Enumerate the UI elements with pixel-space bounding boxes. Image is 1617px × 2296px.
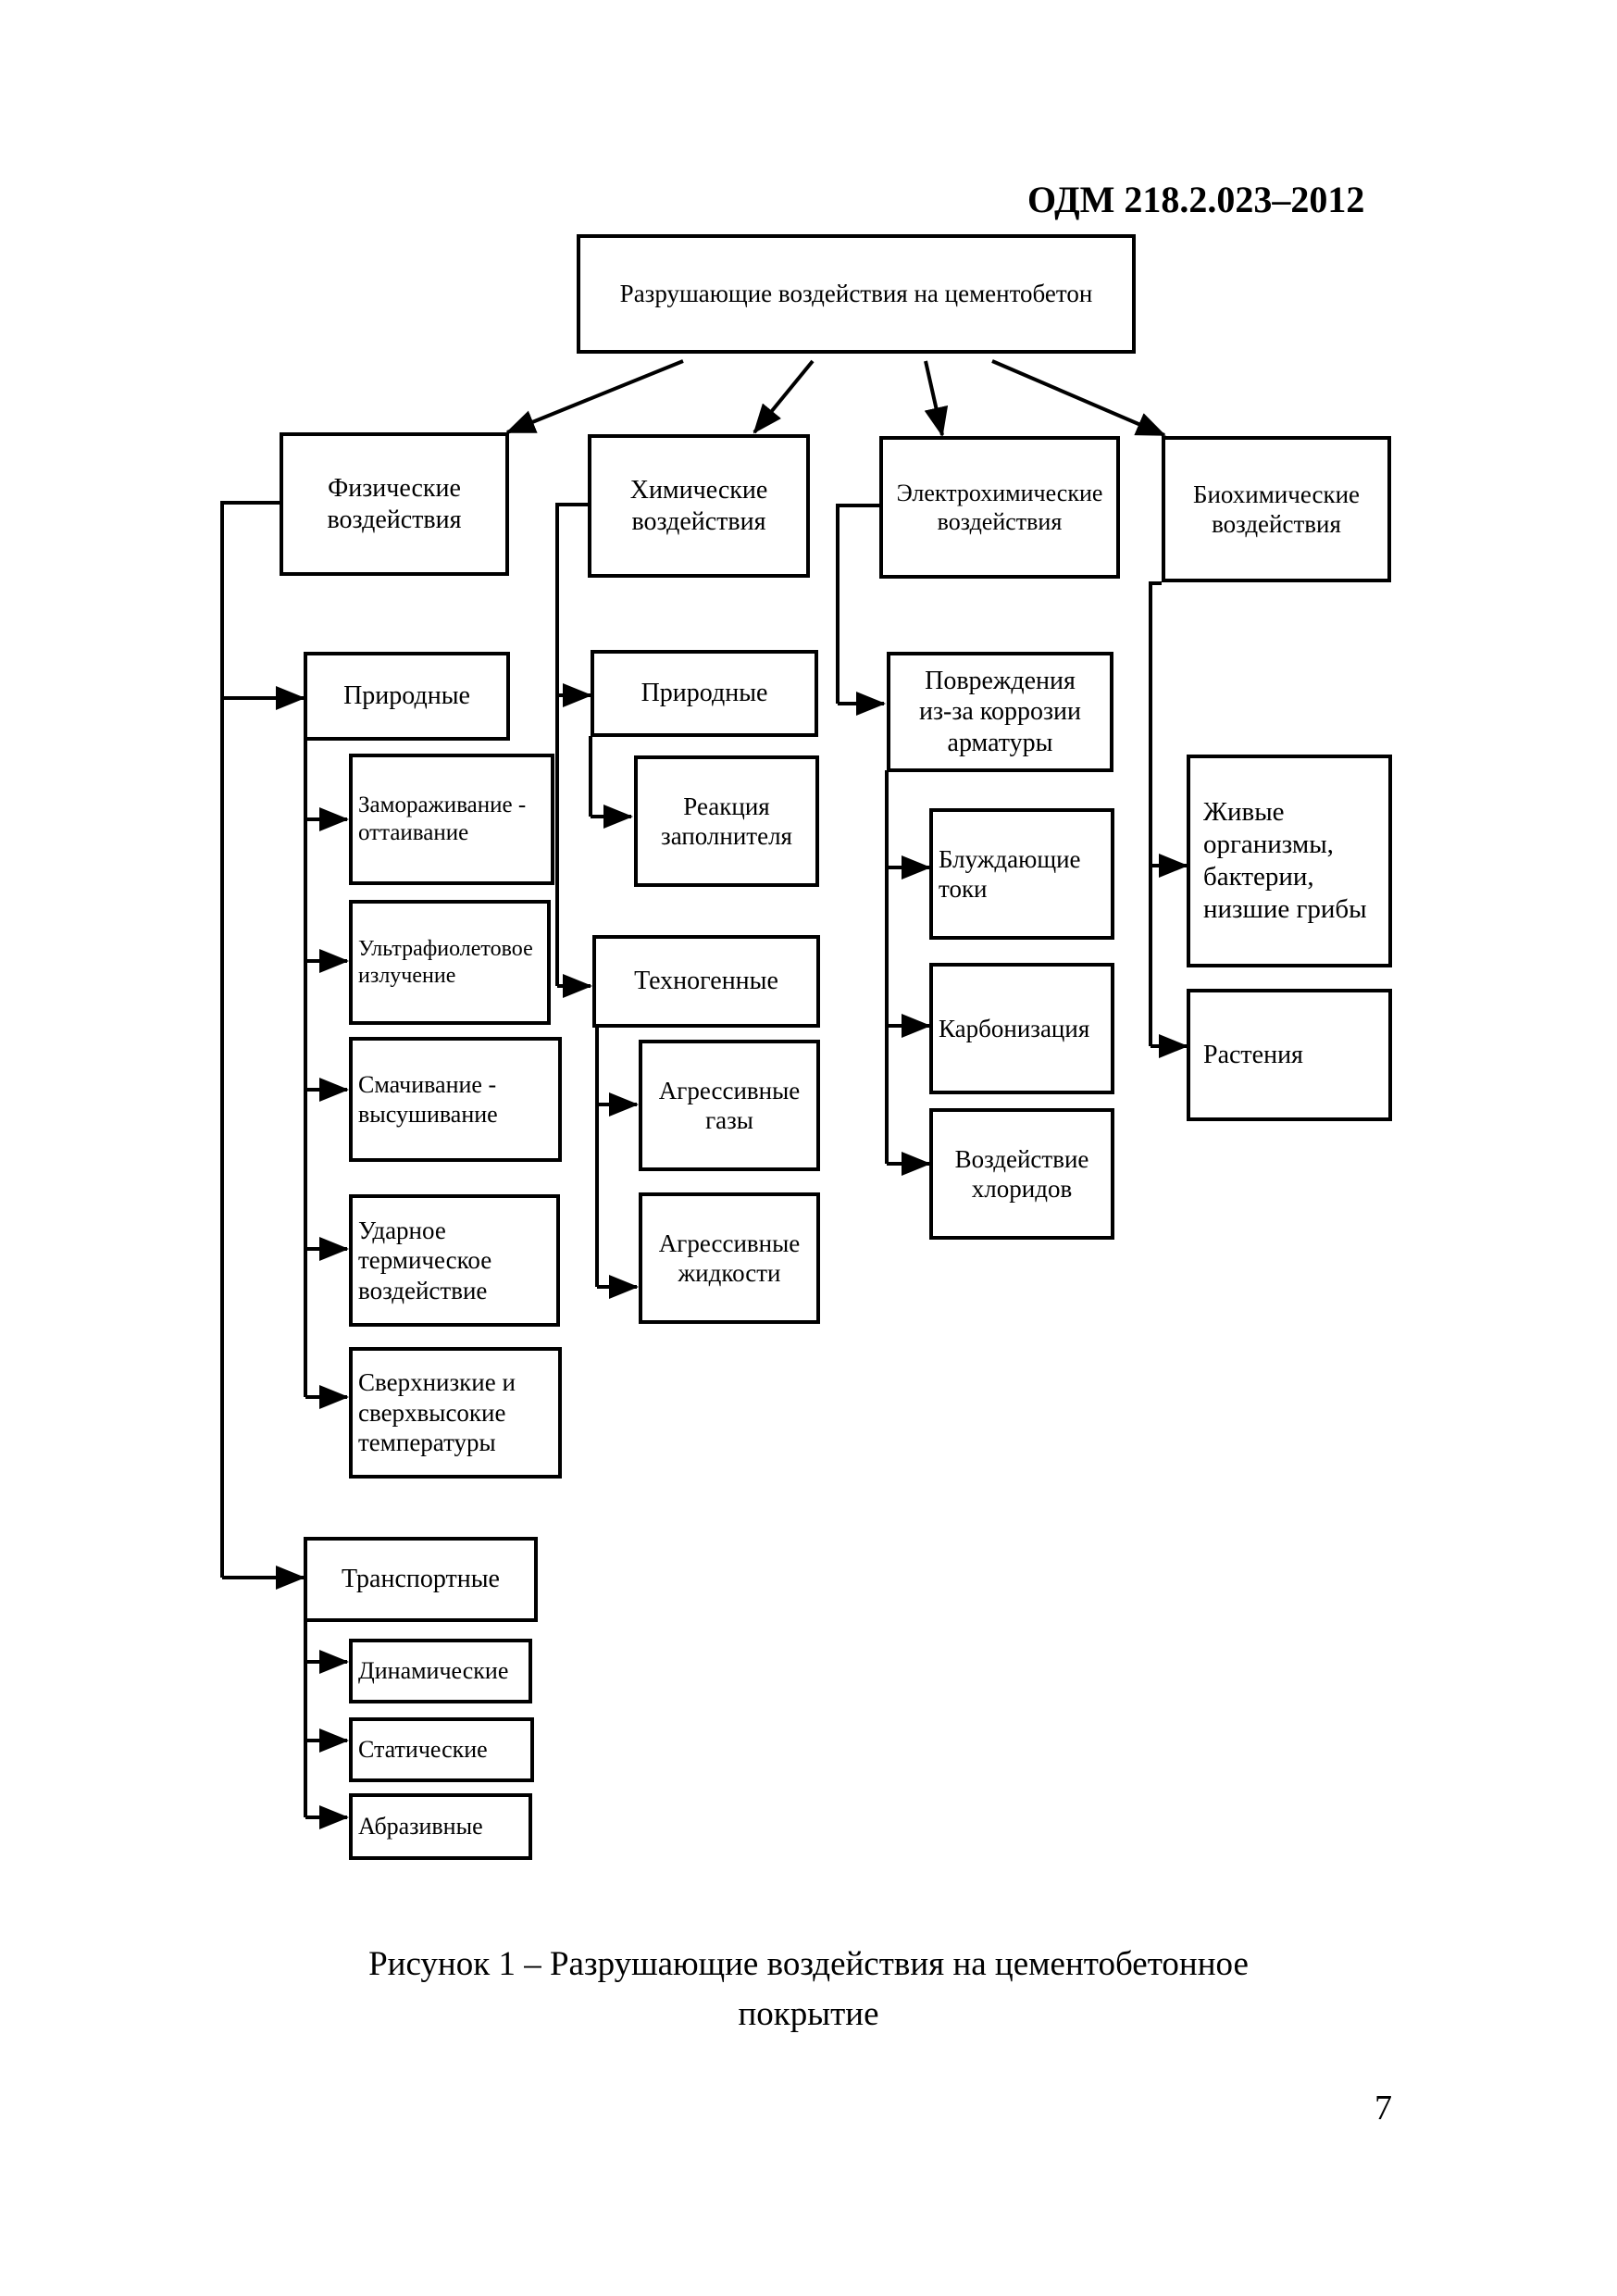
item-thermal-shock: Ударное термическое воздействие bbox=[349, 1194, 560, 1327]
item-stray-currents: Блуждающие токи bbox=[929, 808, 1114, 940]
item-living-organisms: Живые организмы, бактерии, низшие грибы bbox=[1187, 755, 1392, 967]
connector-biochemical-spine bbox=[1149, 581, 1162, 1046]
item-aggregate-reaction: Реакция заполнителя bbox=[634, 755, 819, 887]
figure-caption-line-1: Рисунок 1 – Разрушающие воздействия на ц… bbox=[368, 1945, 1249, 1983]
item-freeze-thaw: Замораживание - оттаивание bbox=[349, 754, 554, 885]
arrow-root-to-chemical bbox=[753, 359, 815, 434]
category-chemical: Химические воздействия bbox=[588, 434, 810, 578]
physical-transport-group: Транспортные bbox=[304, 1537, 538, 1622]
document-code: ОДМ 218.2.023–2012 bbox=[1027, 179, 1365, 220]
item-abrasive: Абразивные bbox=[349, 1793, 532, 1860]
chemical-technogenic-group: Техногенные bbox=[592, 935, 820, 1028]
item-wetting-drying: Смачивание - высушивание bbox=[349, 1037, 562, 1162]
connector-physical-spine bbox=[220, 501, 280, 1578]
category-biochemical: Биохимические воздействия bbox=[1162, 436, 1391, 582]
chemical-natural-group: Природные bbox=[591, 650, 818, 737]
connector-electrochemical-spine bbox=[836, 504, 882, 704]
arrow-root-to-physical bbox=[505, 359, 684, 434]
page-number: 7 bbox=[1374, 2089, 1392, 2128]
item-uv-radiation: Ультрафиолетовое излучение bbox=[349, 900, 551, 1025]
figure-caption: Рисунок 1 – Разрушающие воздействия на ц… bbox=[231, 1940, 1386, 2039]
item-dynamic: Динамические bbox=[349, 1639, 532, 1703]
category-physical: Физические воздействия bbox=[280, 432, 509, 576]
connector-chemical-spine bbox=[555, 503, 588, 986]
item-extreme-temperatures: Сверхнизкие и сверхвысокие температуры bbox=[349, 1347, 562, 1479]
item-aggressive-gases: Агрессивные газы bbox=[639, 1040, 820, 1171]
item-chlorides: Воздействие хлоридов bbox=[929, 1108, 1114, 1240]
category-electrochemical: Электрохимические воздействия bbox=[879, 436, 1120, 579]
arrow-root-to-biochemical bbox=[991, 359, 1166, 437]
electrochemical-corrosion-group: Повреждения из-за коррозии арматуры bbox=[887, 652, 1113, 772]
root-node: Разрушающие воздействия на цементобетон bbox=[577, 234, 1136, 354]
item-aggressive-liquids: Агрессивные жидкости bbox=[639, 1192, 820, 1324]
item-carbonation: Карбонизация bbox=[929, 963, 1114, 1094]
figure-caption-line-2: покрытие bbox=[738, 1994, 879, 2033]
physical-natural-group: Природные bbox=[304, 652, 510, 741]
arrow-root-to-electrochemical bbox=[924, 360, 949, 437]
item-plants: Растения bbox=[1187, 989, 1392, 1121]
item-static: Статические bbox=[349, 1717, 534, 1782]
